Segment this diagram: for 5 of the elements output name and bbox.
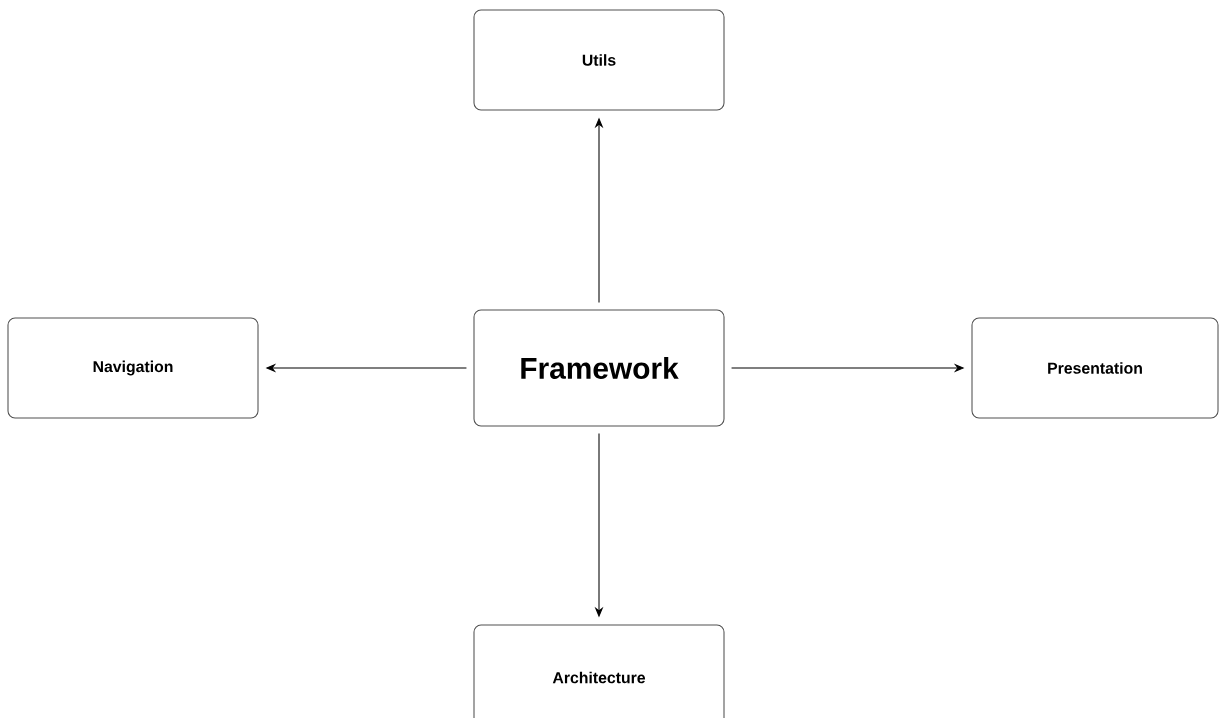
process-box: Navigation [7,317,259,419]
process-box: Framework [473,309,725,427]
process-box: Architecture [473,624,725,718]
process-box: Utils [473,9,725,111]
process-box: Presentation [971,317,1219,419]
